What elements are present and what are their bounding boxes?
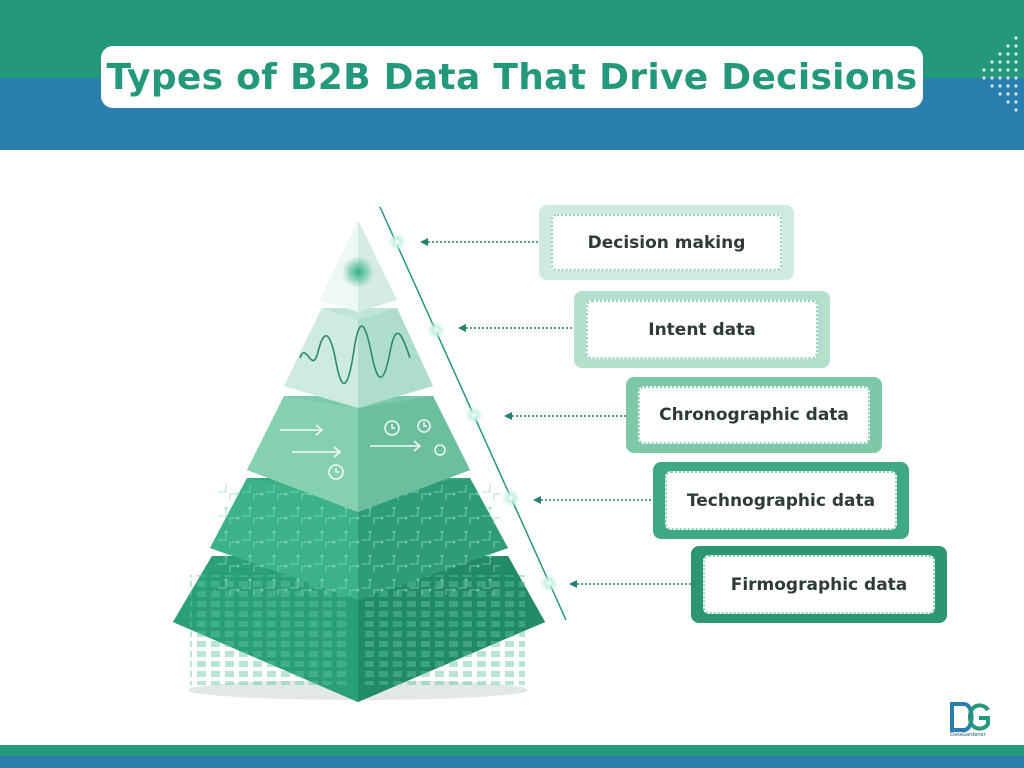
label-text: Decision making bbox=[587, 232, 746, 253]
pyramid-layer-decision bbox=[320, 220, 397, 312]
label-text: Chronographic data bbox=[659, 405, 849, 425]
label-technographic-data: Technographic data bbox=[653, 462, 909, 539]
logo-name: DataGardener bbox=[950, 732, 986, 738]
connector-nodes bbox=[388, 233, 558, 592]
label-text: Intent data bbox=[648, 319, 756, 340]
label-chronographic-data: Chronographic data bbox=[626, 377, 882, 453]
page-title: Types of B2B Data That Drive Decisions bbox=[106, 56, 918, 98]
pyramid-layer-chronographic bbox=[247, 396, 470, 512]
datagardener-logo-icon bbox=[950, 702, 990, 732]
label-text: Technographic data bbox=[686, 490, 876, 511]
decorative-dots-icon bbox=[982, 36, 1018, 112]
arrow-lines bbox=[428, 241, 692, 585]
title-banner: Types of B2B Data That Drive Decisions bbox=[101, 46, 923, 108]
pyramid-layer-technographic bbox=[210, 478, 508, 600]
label-text: Firmographic data bbox=[730, 574, 908, 595]
footer-band-green bbox=[0, 745, 1024, 756]
arrow-heads bbox=[420, 238, 577, 588]
label-intent-data: Intent data bbox=[574, 291, 830, 368]
label-firmographic-data: Firmographic data bbox=[691, 546, 947, 623]
label-decision-making: Decision making bbox=[539, 205, 794, 280]
pyramid-layer-intent bbox=[284, 308, 433, 408]
footer-band-blue bbox=[0, 756, 1024, 768]
